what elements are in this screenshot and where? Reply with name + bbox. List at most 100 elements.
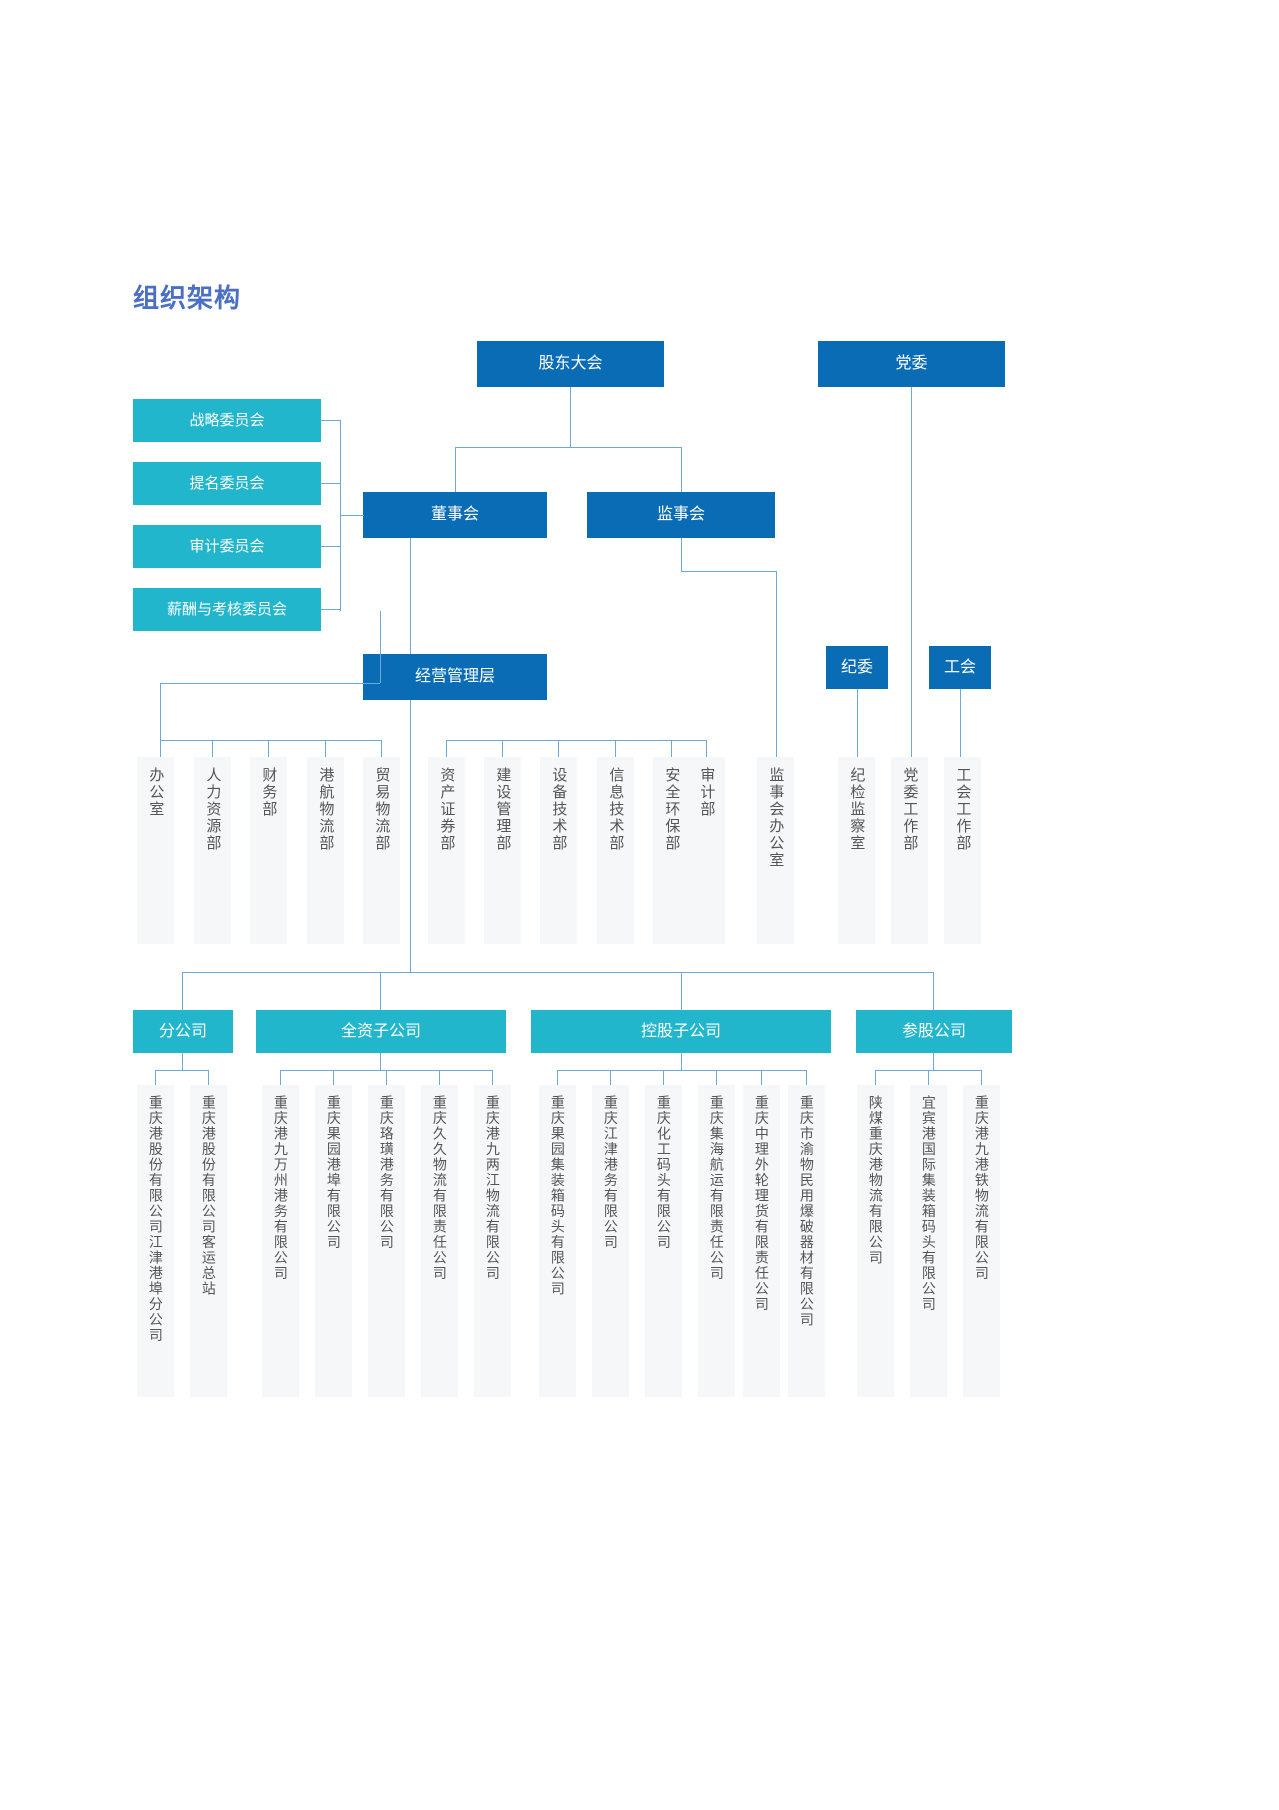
subsidiary-chip[interactable]: 重庆港九两江物流有限公司 xyxy=(474,1085,511,1397)
node-party-committee[interactable]: 党委 xyxy=(818,341,1005,387)
connector-line xyxy=(160,683,161,757)
connector-line xyxy=(380,972,381,1010)
subsidiary-chip[interactable]: 重庆港九港铁物流有限公司 xyxy=(963,1085,1000,1397)
department-chip[interactable]: 财务部 xyxy=(250,757,287,944)
subsidiary-label: 重庆港股份有限公司客运总站 xyxy=(200,1095,217,1297)
department-chip[interactable]: 工会工作部 xyxy=(944,757,981,944)
connector-line xyxy=(386,1070,387,1085)
connector-line xyxy=(981,1070,982,1085)
committee-remuneration-assessment[interactable]: 薪酬与考核委员会 xyxy=(133,588,321,631)
connector-line xyxy=(321,420,341,421)
committee-label: 审计委员会 xyxy=(189,537,265,555)
connector-line xyxy=(681,1053,682,1070)
subsidiary-label: 重庆化工码头有限公司 xyxy=(655,1095,672,1250)
connector-line xyxy=(761,1070,762,1085)
committee-label: 薪酬与考核委员会 xyxy=(166,600,287,618)
connector-line xyxy=(663,1070,664,1085)
subsidiary-chip[interactable]: 宜宾港国际集装箱码头有限公司 xyxy=(910,1085,947,1397)
subsidiary-chip[interactable]: 重庆久久物流有限责任公司 xyxy=(421,1085,458,1397)
connector-line xyxy=(155,1070,209,1071)
subsidiary-chip[interactable]: 重庆江津港务有限公司 xyxy=(592,1085,629,1397)
connector-line xyxy=(280,1070,281,1085)
page-title: 组织架构 xyxy=(133,283,242,313)
node-label: 党委 xyxy=(895,355,928,373)
department-label: 港航物流部 xyxy=(317,767,335,852)
subsidiary-chip[interactable]: 重庆中理外轮理货有限责任公司 xyxy=(743,1085,780,1397)
subsidiary-label: 重庆江津港务有限公司 xyxy=(602,1095,619,1250)
node-label: 董事会 xyxy=(430,506,479,524)
connector-line xyxy=(570,387,571,447)
subsidiary-chip[interactable]: 陕煤重庆港物流有限公司 xyxy=(857,1085,894,1397)
department-label: 工会工作部 xyxy=(954,767,972,852)
node-supervisory-board[interactable]: 监事会 xyxy=(587,492,775,538)
node-labor-union[interactable]: 工会 xyxy=(929,646,991,689)
node-label: 经营管理层 xyxy=(414,668,495,686)
department-chip[interactable]: 监事会办公室 xyxy=(757,757,794,944)
group-header-wholly-owned[interactable]: 全资子公司 xyxy=(256,1010,506,1053)
connector-line xyxy=(557,1070,806,1071)
department-chip[interactable]: 人力资源部 xyxy=(194,757,231,944)
node-label: 股东大会 xyxy=(538,355,603,373)
connector-line xyxy=(610,1070,611,1085)
connector-line xyxy=(558,740,559,757)
connector-line xyxy=(182,972,183,1010)
department-chip[interactable]: 设备技术部 xyxy=(540,757,577,944)
connector-line xyxy=(502,740,503,757)
subsidiary-label: 重庆珞璜港务有限公司 xyxy=(378,1095,395,1250)
connector-line xyxy=(806,1070,807,1085)
node-shareholders-meeting[interactable]: 股东大会 xyxy=(477,341,664,387)
subsidiary-chip[interactable]: 重庆港九万州港务有限公司 xyxy=(262,1085,299,1397)
group-header-controlled[interactable]: 控股子公司 xyxy=(531,1010,831,1053)
connector-line xyxy=(380,611,381,683)
subsidiary-chip[interactable]: 重庆港股份有限公司江津港埠分公司 xyxy=(137,1085,174,1397)
node-board-of-directors[interactable]: 董事会 xyxy=(363,492,547,538)
department-chip[interactable]: 审计部 xyxy=(688,757,725,944)
department-label: 安全环保部 xyxy=(663,767,681,852)
department-chip[interactable]: 纪检监察室 xyxy=(838,757,875,944)
subsidiary-chip[interactable]: 重庆果园集装箱码头有限公司 xyxy=(539,1085,576,1397)
subsidiary-chip[interactable]: 重庆市渝物民用爆破器材有限公司 xyxy=(788,1085,825,1397)
connector-line xyxy=(492,1070,493,1085)
group-header-participating[interactable]: 参股公司 xyxy=(856,1010,1012,1053)
committee-nomination[interactable]: 提名委员会 xyxy=(133,462,321,505)
department-chip[interactable]: 港航物流部 xyxy=(307,757,344,944)
connector-line xyxy=(875,1070,876,1085)
node-label: 纪委 xyxy=(840,658,873,676)
group-header-branch[interactable]: 分公司 xyxy=(133,1010,233,1053)
connector-line xyxy=(960,689,961,757)
department-chip[interactable]: 安全环保部 xyxy=(653,757,690,944)
connector-line xyxy=(340,515,364,516)
department-label: 纪检监察室 xyxy=(848,767,866,852)
connector-line xyxy=(681,447,682,492)
node-discipline-committee[interactable]: 纪委 xyxy=(826,646,888,689)
department-chip[interactable]: 建设管理部 xyxy=(484,757,521,944)
connector-line xyxy=(446,740,706,741)
subsidiary-chip[interactable]: 重庆果园港埠有限公司 xyxy=(315,1085,352,1397)
connector-line xyxy=(380,1053,381,1070)
connector-line xyxy=(933,972,934,1010)
connector-line xyxy=(681,571,776,572)
department-chip[interactable]: 办公室 xyxy=(137,757,174,944)
connector-line xyxy=(182,1053,183,1070)
department-label: 财务部 xyxy=(260,767,278,818)
department-chip[interactable]: 党委工作部 xyxy=(891,757,928,944)
department-chip[interactable]: 资产证券部 xyxy=(428,757,465,944)
subsidiary-chip[interactable]: 重庆化工码头有限公司 xyxy=(645,1085,682,1397)
committee-strategy[interactable]: 战略委员会 xyxy=(133,399,321,442)
subsidiary-label: 重庆港九万州港务有限公司 xyxy=(272,1095,289,1281)
department-chip[interactable]: 贸易物流部 xyxy=(363,757,400,944)
subsidiary-chip[interactable]: 重庆港股份有限公司客运总站 xyxy=(190,1085,227,1397)
connector-line xyxy=(439,1070,440,1085)
connector-line xyxy=(671,740,672,757)
subsidiary-chip[interactable]: 重庆集海航运有限责任公司 xyxy=(698,1085,735,1397)
connector-line xyxy=(681,538,682,571)
department-chip[interactable]: 信息技术部 xyxy=(597,757,634,944)
subsidiary-chip[interactable]: 重庆珞璜港务有限公司 xyxy=(368,1085,405,1397)
connector-line xyxy=(410,538,411,654)
node-management-layer[interactable]: 经营管理层 xyxy=(363,654,547,700)
node-label: 工会 xyxy=(943,658,976,676)
connector-line xyxy=(182,972,933,973)
connector-line xyxy=(333,1070,334,1085)
committee-audit[interactable]: 审计委员会 xyxy=(133,525,321,568)
committee-label: 提名委员会 xyxy=(189,474,265,492)
